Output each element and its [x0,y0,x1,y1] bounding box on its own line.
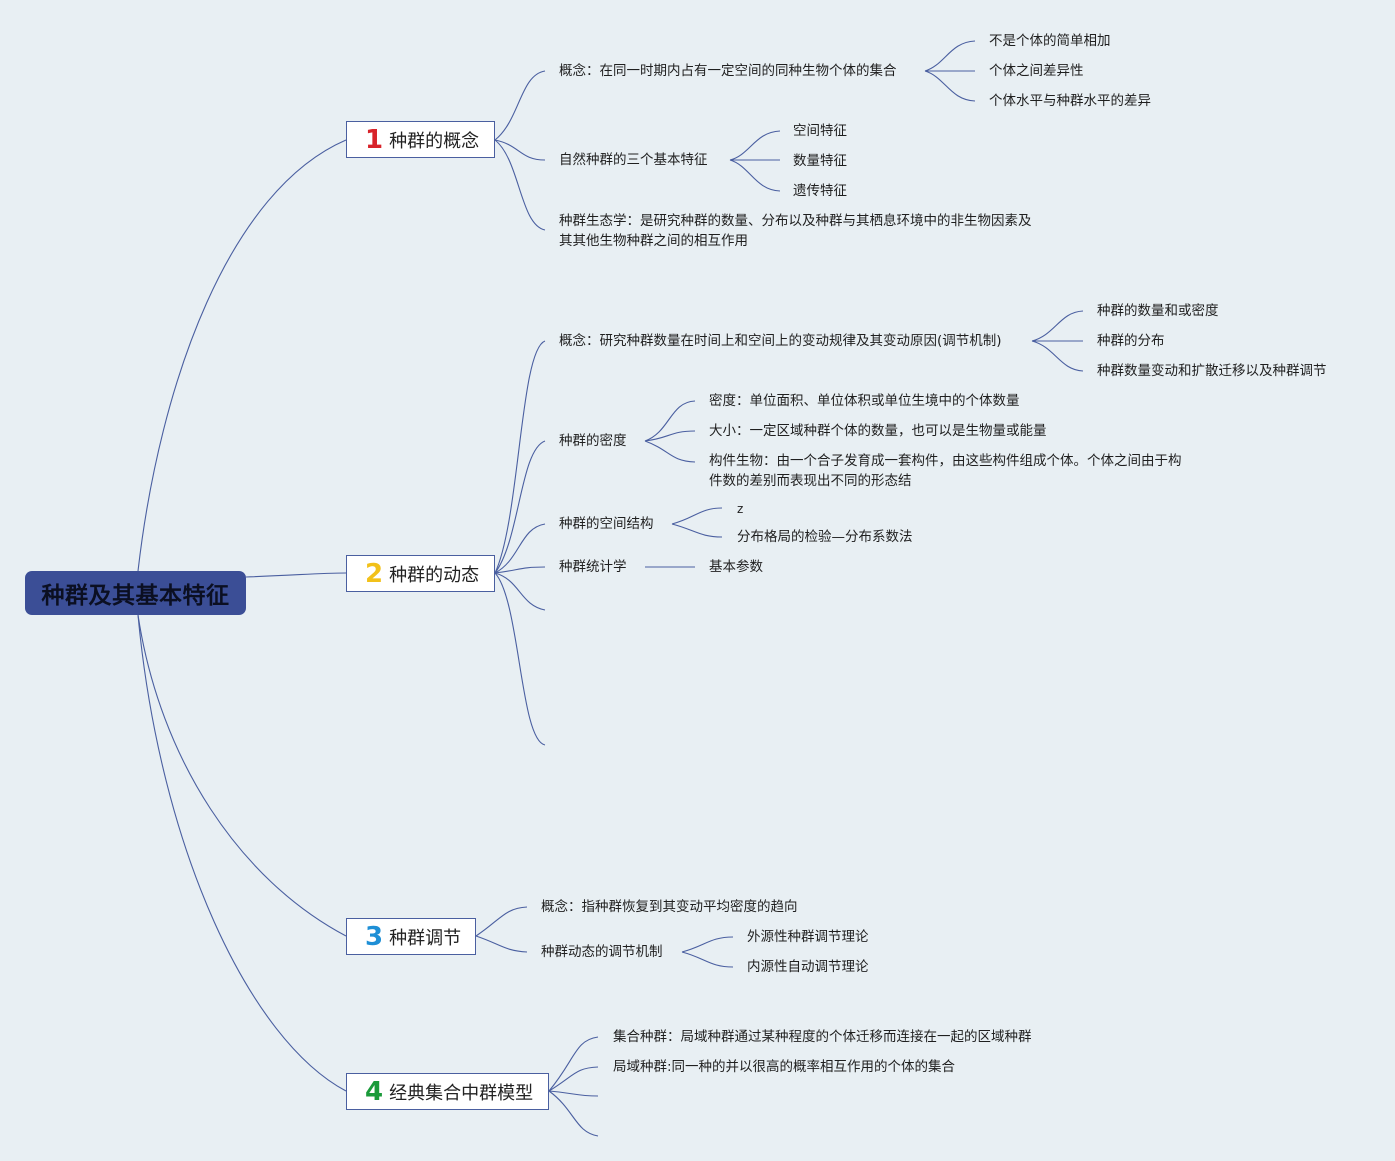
connector-6 [494,139,546,231]
b2-spatial-child-1[interactable]: z [737,502,744,516]
b2-item-spatial[interactable]: 种群的空间结构 [559,516,654,532]
connector-17 [494,572,546,611]
connector-30 [681,936,734,953]
connector-5 [494,139,546,161]
b1-concept-child-1[interactable]: 不是个体的简单相加 [989,33,1111,49]
connector-16 [494,566,546,574]
connector-21 [1031,340,1084,372]
b1-concept-child-3[interactable]: 个体水平与种群水平的差异 [989,93,1151,109]
b4-item-metapopulation[interactable]: 集合种群：局域种群通过某种程度的个体迁移而连接在一起的区域种群 [613,1029,1032,1045]
branch-number-2: 2 [365,558,384,589]
b1-item-ecology-line1[interactable]: 种群生态学：是研究种群的数量、分布以及种群与其栖息环境中的非生物因素及 [559,213,1032,229]
root-topic-label: 种群及其基本特征 [41,583,230,609]
b2-density-child-2[interactable]: 大小：一定区域种群个体的数量，也可以是生物量或能量 [709,423,1047,439]
b4-item-local-population[interactable]: 局域种群:同一种的并以很高的概率相互作用的个体的集合 [613,1059,956,1075]
connector-25 [671,507,723,525]
b2-concept-child-2[interactable]: 种群的分布 [1097,333,1165,349]
b1-concept-child-2[interactable]: 个体之间差异性 [989,63,1084,79]
connector-26 [671,523,723,538]
branch-topic-1[interactable]: 1 种群的概念 [346,121,495,158]
b2-density-child-1[interactable]: 密度：单位面积、单位体积或单位生境中的个体数量 [709,393,1020,409]
connector-32 [548,1036,599,1092]
branch-label-1: 种群的概念 [389,130,480,152]
link-root-b1 [137,139,347,572]
b1-item-ecology-line2[interactable]: 其其他生物种群之间的相互作用 [559,233,748,249]
connector-7 [924,40,976,72]
b2-statistics-child-1[interactable]: 基本参数 [709,559,763,575]
connector-19 [1031,310,1084,342]
connector-14 [494,440,546,574]
connector-4 [494,70,546,141]
b2-item-concept[interactable]: 概念：研究种群数量在时间上和空间上的变动规律及其变动原因(调节机制) [559,333,1002,349]
root-topic[interactable]: 种群及其基本特征 [25,571,246,615]
b1-item-concept[interactable]: 概念：在同一时期内占有一定空间的同种生物个体的集合 [559,63,897,79]
branch-label-2: 种群的动态 [389,564,480,586]
connector-34 [548,1090,599,1097]
b1-item-features[interactable]: 自然种群的三个基本特征 [559,152,708,168]
link-root-b4 [137,614,347,1092]
connector-23 [644,430,696,442]
branch-topic-2[interactable]: 2 种群的动态 [346,555,495,592]
b2-density-child-3-line2[interactable]: 件数的差别而表现出不同的形态结 [709,473,912,489]
b3-mechanism-child-2[interactable]: 内源性自动调节理论 [747,959,869,975]
connector-28 [475,906,528,937]
connector-10 [729,130,781,161]
branch-topic-4[interactable]: 4 经典集合中群模型 [346,1073,549,1110]
b2-item-density[interactable]: 种群的密度 [559,433,627,449]
branch-number-3: 3 [365,921,384,952]
b1-features-child-1[interactable]: 空间特征 [793,123,847,139]
connector-35 [548,1090,599,1137]
connector-13 [494,340,546,574]
b2-concept-child-3[interactable]: 种群数量变动和扩散迁移以及种群调节 [1097,363,1327,379]
link-root-b2 [245,572,347,578]
b3-item-mechanism[interactable]: 种群动态的调节机制 [541,944,663,960]
branch-label-3: 种群调节 [389,927,462,949]
b1-features-child-2[interactable]: 数量特征 [793,153,847,169]
b2-density-child-3-line1[interactable]: 构件生物：由一个合子发育成一套构件，由这些构件组成个体。个体之间由于构 [709,453,1182,469]
branch-number-1: 1 [365,124,384,155]
b2-spatial-child-2[interactable]: 分布格局的检验—分布系数法 [737,529,913,545]
b2-item-statistics[interactable]: 种群统计学 [559,559,627,575]
connector-9 [924,70,976,102]
connector-33 [548,1066,599,1092]
branch-topic-3[interactable]: 3 种群调节 [346,918,476,955]
b1-features-child-3[interactable]: 遗传特征 [793,183,847,199]
connector-24 [644,440,696,463]
connector-31 [681,951,734,968]
b3-item-concept[interactable]: 概念：指种群恢复到其变动平均密度的趋向 [541,899,798,915]
branch-label-4: 经典集合中群模型 [389,1082,534,1104]
branch-number-4: 4 [365,1076,384,1107]
b2-concept-child-1[interactable]: 种群的数量和或密度 [1097,303,1219,319]
link-root-b3 [137,614,347,937]
b3-mechanism-child-1[interactable]: 外源性种群调节理论 [747,929,869,945]
connector-18 [494,572,546,746]
connector-22 [644,400,696,442]
connector-29 [475,935,528,953]
connector-15 [494,523,546,574]
connector-12 [729,159,781,192]
